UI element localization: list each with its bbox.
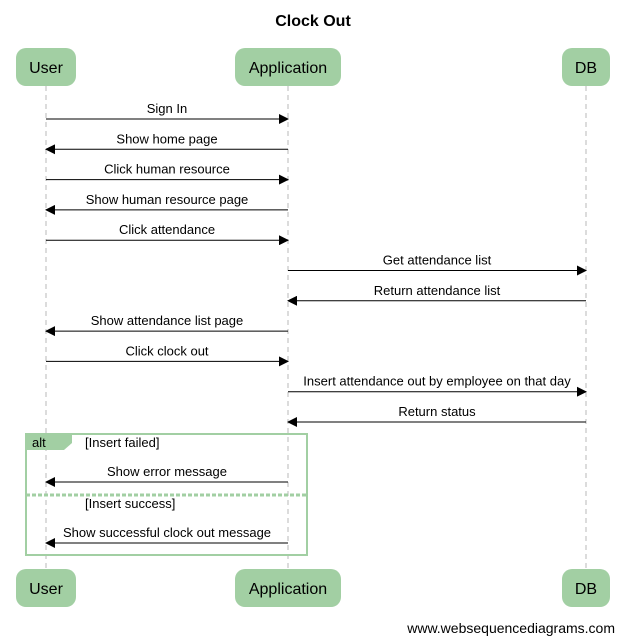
participant-user-top: User (16, 48, 76, 86)
message-alt-1-0: Show successful clock out message (45, 525, 288, 548)
participant-db-top: DB (562, 48, 610, 86)
message-0: Sign In (46, 101, 289, 124)
message-label: Click attendance (119, 222, 215, 237)
message-9: Insert attendance out by employee on tha… (288, 374, 587, 397)
message-label: Show human resource page (86, 192, 249, 207)
alt-frame: alt [Insert failed] [Insert success] (25, 433, 308, 556)
participant-label: Application (249, 60, 327, 77)
alt-keyword-tab (26, 434, 72, 450)
alt-condition: [Insert success] (85, 496, 175, 511)
participant-box (16, 48, 76, 86)
participant-box (16, 569, 76, 607)
participant-db-bottom: DB (562, 569, 610, 607)
message-label: Sign In (147, 101, 187, 116)
message-label: Get attendance list (383, 253, 492, 268)
participant-box (562, 48, 610, 86)
message-5: Get attendance list (288, 253, 587, 276)
message-label: Show attendance list page (91, 313, 244, 328)
message-2: Click human resource (46, 162, 289, 185)
alt-condition: [Insert failed] (85, 435, 159, 450)
message-10: Return status (287, 404, 586, 427)
participant-label: DB (575, 60, 597, 77)
participant-box (562, 569, 610, 607)
participant-user-bottom: User (16, 569, 76, 607)
message-3: Show human resource page (45, 192, 288, 215)
message-label: Show error message (107, 464, 227, 479)
message-8: Click clock out (46, 343, 289, 367)
message-label: Click clock out (125, 343, 208, 358)
participant-label: User (29, 60, 63, 77)
message-6: Return attendance list (287, 283, 586, 306)
message-label: Show home page (116, 131, 217, 146)
diagram-title: Clock Out (275, 13, 351, 30)
message-label: Insert attendance out by employee on tha… (303, 374, 571, 389)
message-label: Return attendance list (374, 283, 501, 298)
message-4: Click attendance (46, 222, 289, 246)
message-1: Show home page (45, 131, 288, 155)
participant-label: User (29, 581, 63, 598)
message-label: Show successful clock out message (63, 525, 271, 540)
message-label: Click human resource (104, 162, 230, 177)
participant-label: Application (249, 581, 327, 598)
message-label: Return status (398, 404, 476, 419)
watermark[interactable]: www.websequencediagrams.com (406, 620, 615, 636)
message-alt-0-0: Show error message (45, 464, 288, 487)
participant-label: DB (575, 581, 597, 598)
participant-app-top: Application (235, 48, 341, 86)
participant-app-bottom: Application (235, 569, 341, 607)
alt-keyword: alt (32, 435, 46, 450)
participant-box (235, 48, 341, 86)
message-7: Show attendance list page (45, 313, 288, 337)
participant-box (235, 569, 341, 607)
